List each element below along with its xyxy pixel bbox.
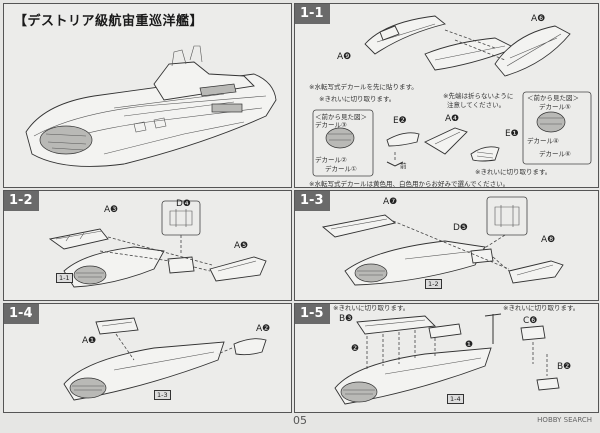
step-1-5-panel: 1-5 ※きれいに切り取ります。 ※きれいに切り取ります。 B❸ ❷ ❶ C❻ … [294, 303, 599, 413]
step-label-1-5: 1-5 [295, 304, 330, 324]
sub-ref-1-3: 1-3 [154, 390, 171, 400]
front-label: 前 [400, 162, 407, 170]
step-label-1-3: 1-3 [295, 191, 330, 211]
note-cut-clean-2: ※きれいに切り取ります。 [475, 168, 552, 176]
sub-ref-1-1: 1-1 [56, 273, 73, 283]
arrow-label-1: ❶ [465, 340, 474, 350]
left-view-title: ＜前から見た図＞ [315, 113, 367, 121]
note-cut-clean-1: ※きれいに切り取ります。 [319, 95, 396, 103]
step-1-3-illustration [321, 196, 564, 286]
note-decal-first: ※水転写式デカールを先に貼ります。 [309, 83, 418, 91]
step-label-1-2: 1-2 [4, 191, 39, 211]
part-c6-label: C❻ [523, 316, 538, 326]
right-view-title: ＜前から見た図＞ [527, 94, 579, 102]
part-a3-label: A❸ [104, 205, 119, 215]
part-a4-label: A❹ [445, 114, 460, 124]
left-view-decal-1: デカール① [325, 165, 357, 173]
step-label-1-4: 1-4 [4, 304, 39, 324]
step-1-1-illustration [312, 15, 592, 177]
step-1-5-note-2: ※きれいに切り取ります。 [503, 304, 580, 312]
part-a6-label: A❻ [531, 14, 546, 24]
page-number: 05 [293, 414, 307, 427]
part-b2-label: B❷ [557, 362, 572, 372]
part-e2-label: E❷ [393, 116, 407, 126]
step-label-1-1: 1-1 [295, 4, 330, 24]
sub-ref-1-2: 1-2 [425, 279, 442, 289]
part-d5-label: D❺ [453, 223, 468, 233]
part-e1-label: E❶ [505, 129, 519, 139]
hero-ship-illustration [25, 45, 277, 167]
hero-panel: 【デストリア級航宙重巡洋艦】 [3, 3, 292, 188]
step-1-2-illustration [48, 200, 267, 288]
step-1-4-illustration [63, 317, 267, 401]
right-view-decal-6: デカール⑥ [539, 150, 571, 158]
step-1-2-panel: 1-2 A❸ D❹ A❺ 1-1 [3, 190, 292, 301]
note-tip-line-2: 注意してください。 [447, 101, 506, 109]
note-tip-line-1: ※先端は折らないように [443, 92, 514, 100]
arrow-label-2: ❷ [351, 344, 360, 354]
part-d4-label: D❹ [176, 199, 191, 209]
step-1-5-note-1: ※きれいに切り取ります。 [333, 304, 410, 312]
part-a7-label: A❼ [383, 197, 398, 207]
part-a8-label: A❽ [541, 235, 556, 245]
page-title: 【デストリア級航宙重巡洋艦】 [14, 14, 204, 29]
right-view-decal-4: デカール④ [527, 137, 559, 145]
part-a5-label: A❺ [234, 241, 249, 251]
sub-ref-1-4: 1-4 [447, 394, 464, 404]
left-view-decal-2: デカール② [315, 156, 347, 164]
right-view-decal-5: デカール⑤ [539, 103, 571, 111]
step-1-3-panel: 1-3 A❼ D❺ A❽ 1-2 [294, 190, 599, 301]
step-1-4-panel: 1-4 A❶ A❷ 1-3 [3, 303, 292, 413]
part-a2-label: A❷ [256, 324, 271, 334]
left-view-decal-3: デカール③ [315, 121, 347, 129]
part-b3-label: B❸ [339, 314, 354, 324]
note-decal-color: ※水転写式デカールは黄色用、白色用からお好みで選んでください。 [309, 180, 510, 188]
step-1-1-panel: 1-1 A❾ A❻ ※水転写式デカールを先に貼ります。 ※きれいに切り取ります。 [294, 3, 599, 188]
part-a1-label: A❶ [82, 336, 97, 346]
part-a9-label: A❾ [337, 52, 352, 62]
step-1-5-illustration [334, 313, 560, 405]
watermark: HOBBY SEARCH [537, 416, 592, 424]
